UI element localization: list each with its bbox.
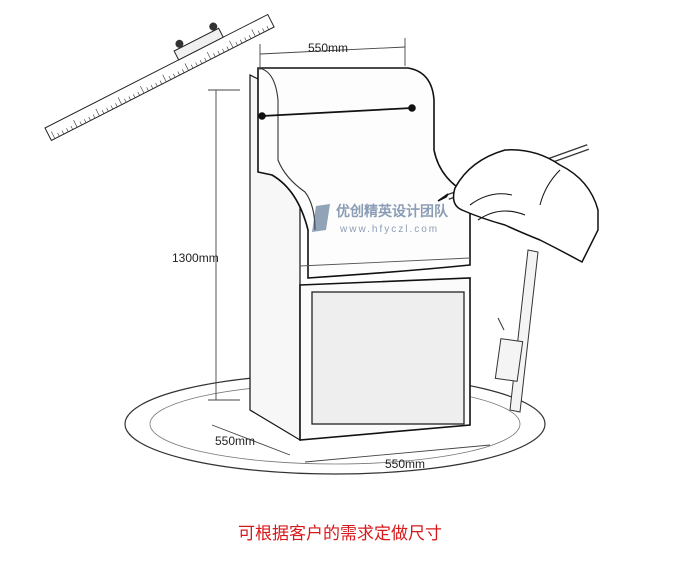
- ruler-tick: [229, 40, 234, 48]
- ruler-tick: [155, 82, 158, 87]
- dim-depth: 550mm: [215, 434, 255, 448]
- ruler-tick: [128, 96, 131, 101]
- dimension-lines: [208, 38, 491, 463]
- ruler-tick: [95, 108, 100, 117]
- watermark-brand: 优创精英设计团队: [336, 203, 449, 219]
- ruler-tick: [262, 28, 265, 33]
- ruler-tick: [146, 87, 149, 92]
- ruler-tick: [222, 48, 225, 53]
- ruler-tick: [137, 91, 140, 96]
- ruler-icon: [44, 13, 275, 142]
- ruler-tick: [79, 121, 82, 126]
- ruler-tick: [70, 125, 74, 130]
- dim-bottom-width: 550mm: [385, 457, 425, 471]
- cabinet-body: [249, 67, 471, 442]
- ruler-tick: [266, 26, 270, 30]
- cabinet-rod: [261, 107, 413, 117]
- watermark-logo: [312, 204, 330, 232]
- ruler-tick: [244, 37, 247, 42]
- ruler-tick: [115, 103, 118, 108]
- ruler-tick: [190, 64, 194, 69]
- ruler-tick: [173, 73, 176, 78]
- ruler-tick: [177, 71, 180, 76]
- ruler-tick: [182, 69, 185, 73]
- ruler-tick: [101, 109, 105, 114]
- ruler-tick: [199, 60, 203, 64]
- ruler-tick: [226, 46, 229, 51]
- caption-text: 可根据客户的需求定做尺寸: [238, 524, 442, 544]
- cabinet-curved-top: [257, 67, 471, 279]
- cabinet-front-panel: [311, 291, 465, 425]
- ruler-tick: [88, 116, 91, 121]
- ruler-tick: [73, 120, 78, 128]
- ruler-tick: [195, 62, 198, 67]
- watermark: 优创精英设计团队 www.hfyczl.com: [312, 203, 449, 235]
- dim-top-width: 550mm: [308, 41, 348, 55]
- ruler-tick: [162, 74, 167, 83]
- ruler-tick: [213, 53, 216, 58]
- ruler-tick: [133, 94, 136, 98]
- ruler-tick: [92, 114, 96, 119]
- ruler-tick: [168, 75, 172, 80]
- caliper-icon: [494, 249, 539, 413]
- hand-with-pencil-icon: [437, 144, 599, 264]
- ruler-tick: [106, 107, 109, 112]
- ruler-tick: [204, 57, 207, 62]
- ruler-tick: [66, 128, 69, 132]
- ruler-tick: [124, 98, 127, 103]
- ruler-tick: [159, 80, 163, 85]
- ruler-tick: [206, 51, 212, 60]
- dim-height: 1300mm: [172, 251, 219, 265]
- watermark-url: www.hfyczl.com: [339, 224, 439, 235]
- ruler-tick: [57, 132, 60, 137]
- ruler-tick: [235, 41, 238, 46]
- ruler-tick: [51, 131, 56, 139]
- ruler-tick: [257, 30, 261, 35]
- ruler-tick: [61, 130, 65, 135]
- ruler-tick: [184, 63, 189, 71]
- ruler-tick: [217, 50, 221, 55]
- ruler-tick: [117, 97, 123, 105]
- ruler-tick: [84, 119, 87, 123]
- ruler-tick: [248, 35, 252, 39]
- ruler-tick: [251, 29, 256, 37]
- ruler-tick: [239, 39, 243, 44]
- ruler-tick: [150, 85, 154, 89]
- ruler-tick: [110, 105, 114, 110]
- ruler-tick: [140, 85, 145, 94]
